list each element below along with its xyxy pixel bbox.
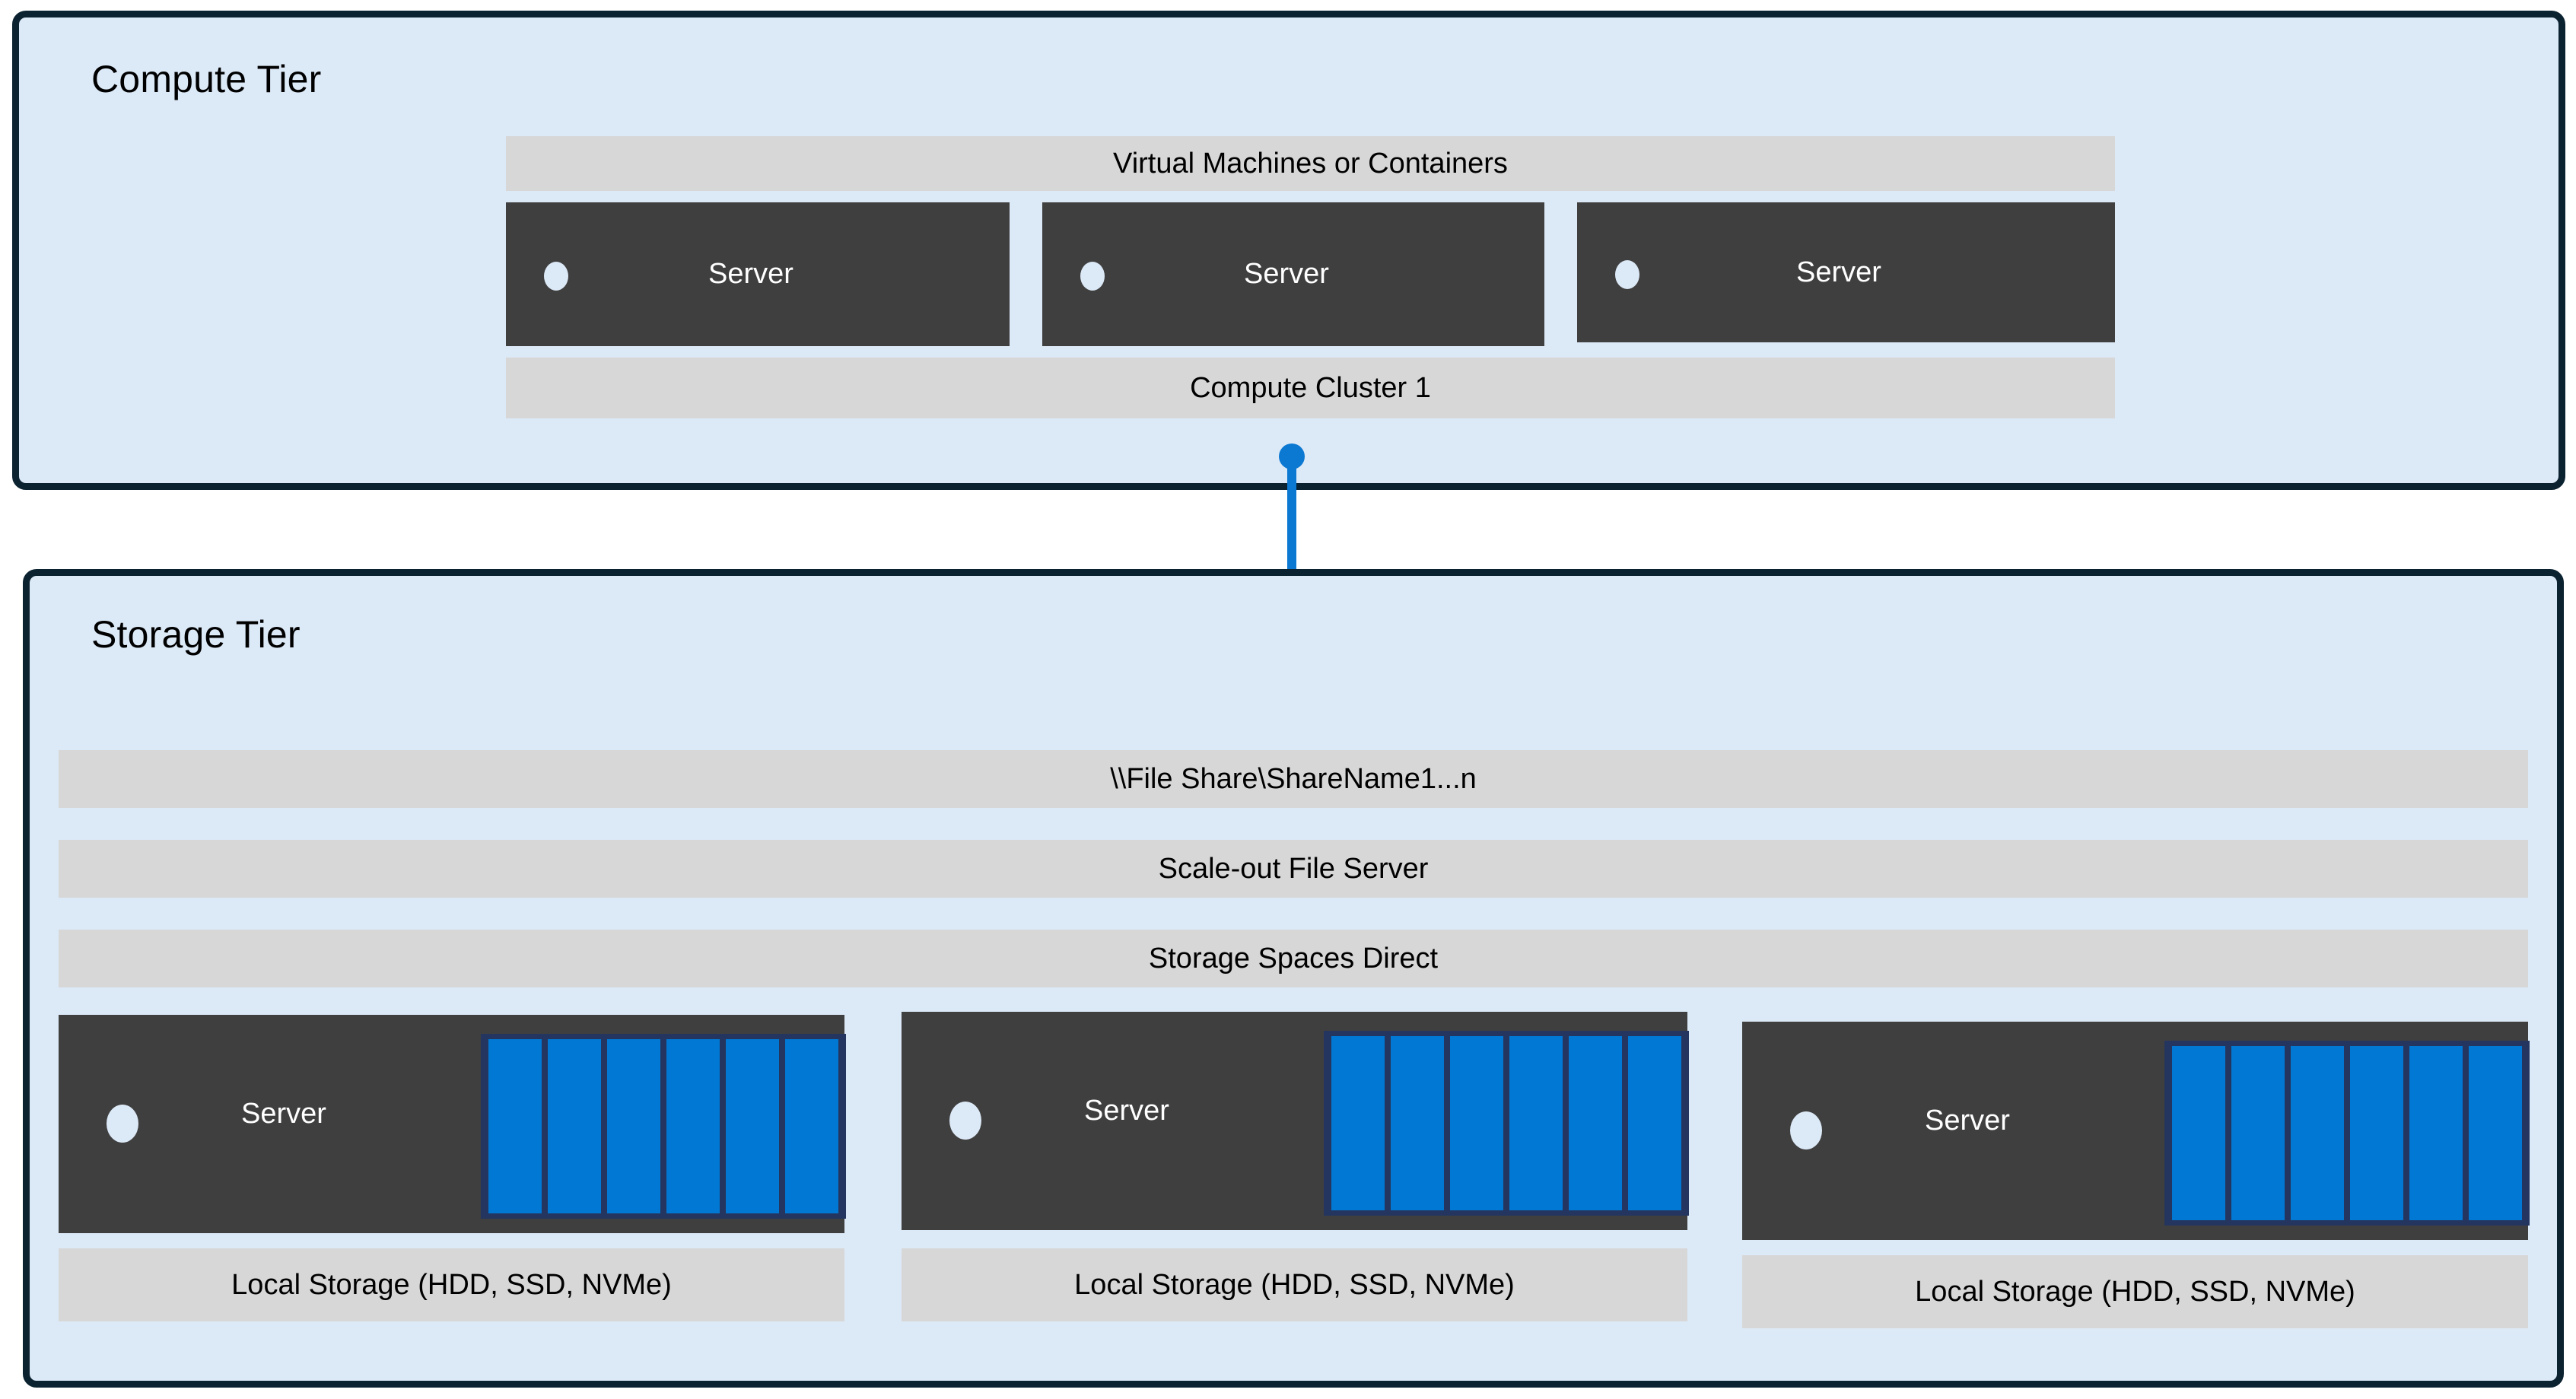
status-led-icon xyxy=(107,1105,138,1143)
scale-out-file-server-band: Scale-out File Server xyxy=(59,840,2528,898)
storage-server-1[interactable]: Server xyxy=(59,1015,846,1233)
disk-bay xyxy=(1509,1036,1563,1210)
storage-server-2[interactable]: Server xyxy=(902,1012,1689,1230)
storage-server-1-label: Server xyxy=(241,1098,326,1130)
disk-bay xyxy=(726,1039,779,1213)
disk-bay xyxy=(2350,1046,2403,1220)
local-storage-caption-3: Local Storage (HDD, SSD, NVMe) xyxy=(1742,1255,2528,1328)
disk-bay xyxy=(488,1039,542,1213)
disk-bay xyxy=(607,1039,660,1213)
storage-server-2-label: Server xyxy=(1084,1095,1169,1127)
storage-spaces-direct-band: Storage Spaces Direct xyxy=(59,930,2528,987)
disk-bay xyxy=(1450,1036,1503,1210)
scale-out-file-server-band-label: Scale-out File Server xyxy=(1158,853,1429,885)
local-storage-caption-1: Local Storage (HDD, SSD, NVMe) xyxy=(59,1248,844,1321)
compute-tier-title: Compute Tier xyxy=(91,58,322,100)
disk-bay xyxy=(2469,1046,2522,1220)
disk-bay xyxy=(548,1039,601,1213)
compute-cluster-band-label: Compute Cluster 1 xyxy=(1190,372,1431,404)
local-storage-caption-3-label: Local Storage (HDD, SSD, NVMe) xyxy=(1915,1276,2355,1308)
compute-server-2-label: Server xyxy=(1244,258,1329,290)
disk-array-3 xyxy=(2164,1041,2530,1226)
disk-array-1 xyxy=(481,1034,846,1219)
disk-bay xyxy=(1391,1036,1444,1210)
compute-server-3-label: Server xyxy=(1796,256,1881,288)
storage-server-3[interactable]: Server xyxy=(1742,1022,2530,1240)
storage-tier-title: Storage Tier xyxy=(91,613,301,656)
disk-bay xyxy=(666,1039,720,1213)
connector-dot-top-icon xyxy=(1279,444,1305,469)
disk-bay xyxy=(2172,1046,2225,1220)
disk-bay xyxy=(2409,1046,2463,1220)
compute-server-1-label: Server xyxy=(708,258,793,290)
compute-cluster-band: Compute Cluster 1 xyxy=(506,358,2115,418)
status-led-icon xyxy=(1080,262,1105,291)
disk-bay xyxy=(2231,1046,2285,1220)
disk-array-2 xyxy=(1324,1031,1689,1216)
file-share-band: \\File Share\ShareName1...n xyxy=(59,750,2528,808)
local-storage-caption-2-label: Local Storage (HDD, SSD, NVMe) xyxy=(1074,1269,1515,1301)
compute-server-3[interactable]: Server xyxy=(1577,202,2115,342)
local-storage-caption-1-label: Local Storage (HDD, SSD, NVMe) xyxy=(231,1269,672,1301)
local-storage-caption-2: Local Storage (HDD, SSD, NVMe) xyxy=(902,1248,1687,1321)
compute-server-2[interactable]: Server xyxy=(1042,202,1544,346)
storage-server-3-label: Server xyxy=(1925,1105,2010,1137)
status-led-icon xyxy=(1615,260,1639,289)
disk-bay xyxy=(2291,1046,2344,1220)
disk-bay xyxy=(785,1039,838,1213)
virtual-machines-band-label: Virtual Machines or Containers xyxy=(1113,148,1508,180)
disk-bay xyxy=(1628,1036,1681,1210)
virtual-machines-band: Virtual Machines or Containers xyxy=(506,136,2115,191)
status-led-icon xyxy=(544,262,568,291)
status-led-icon xyxy=(949,1102,981,1140)
compute-server-1[interactable]: Server xyxy=(506,202,1010,346)
disk-bay xyxy=(1569,1036,1622,1210)
status-led-icon xyxy=(1790,1111,1822,1149)
storage-spaces-direct-band-label: Storage Spaces Direct xyxy=(1148,943,1439,975)
file-share-band-label: \\File Share\ShareName1...n xyxy=(1110,763,1477,795)
disk-bay xyxy=(1331,1036,1385,1210)
